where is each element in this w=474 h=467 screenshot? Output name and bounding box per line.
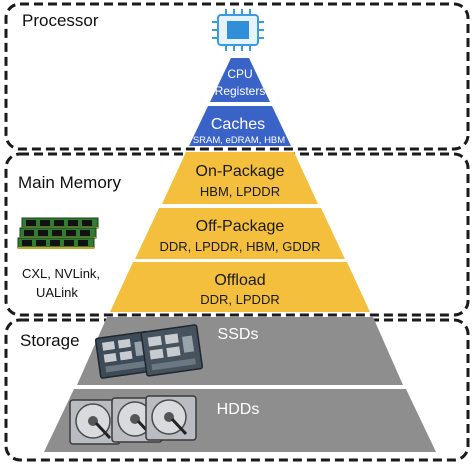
- hdds-label: HDDs: [217, 401, 260, 418]
- caches-subtitle: SRAM, eDRAM, HBM: [193, 135, 285, 146]
- interconnects-line1: CXL, NVLink,: [22, 266, 100, 281]
- tier-on-package: [162, 152, 318, 204]
- processor-region-box: [4, 2, 470, 151]
- offload-subtitle: DDR, LPDDR: [200, 292, 279, 307]
- ssd-drives-icon: [94, 324, 204, 379]
- cpu-chip-icon: [212, 9, 264, 51]
- off-package-title: Off-Package: [196, 218, 285, 235]
- main-memory-region-title: Main Memory: [18, 173, 121, 192]
- offload-title: Offload: [214, 272, 265, 289]
- on-package-subtitle: HBM, LPDDR: [200, 184, 280, 199]
- hard-disk-drives-icon: [69, 395, 197, 445]
- ssds-label: SSDs: [218, 326, 259, 343]
- tier-caches: [189, 106, 291, 146]
- storage-region-title: Storage: [20, 331, 80, 350]
- tier-offload: [110, 262, 370, 312]
- caches-title: Caches: [211, 116, 265, 133]
- cpu-label-line1: CPU: [227, 67, 252, 81]
- off-package-subtitle: DDR, LPDDR, HBM, GDDR: [159, 239, 320, 254]
- memory-modules-icon: [17, 217, 99, 249]
- on-package-title: On-Package: [196, 163, 285, 180]
- interconnects-line2: UALink: [36, 285, 78, 300]
- processor-region-title: Processor: [22, 11, 99, 30]
- tier-cpu-registers: [210, 58, 270, 102]
- cpu-label-line2: Registers: [215, 84, 266, 98]
- tier-off-package: [135, 208, 345, 259]
